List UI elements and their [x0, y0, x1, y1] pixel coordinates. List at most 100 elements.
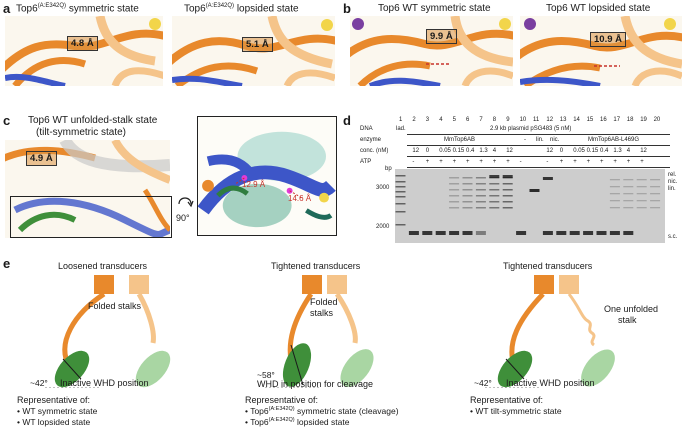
col2-bullet-1: • Top6(A:E342Q) symmetric state (cleavag…	[245, 406, 399, 416]
col2-stalk-line1: Folded	[310, 297, 338, 307]
gel-ladder-band	[395, 186, 406, 188]
gel-enzyme-1: MmTop6AB	[444, 137, 476, 143]
rotation-arrow-icon	[176, 194, 194, 216]
gel-supercoiled-band	[408, 231, 419, 235]
gel-conc-cell: 0.05	[573, 148, 585, 154]
gel-band-label-sc: s.c.	[668, 234, 678, 240]
gel-atp-cell: +	[466, 159, 470, 165]
gel-nicked-band	[542, 177, 553, 180]
gel-topoisomer-band	[475, 195, 486, 197]
gel-topoisomer-band	[489, 207, 500, 209]
gel-lane-number: 2	[412, 117, 416, 123]
gel-row-label-atp: ATP	[360, 159, 372, 165]
gel-dna-value: 2.9 kb plasmid pSG483 (5 nM)	[490, 126, 572, 132]
gel-atp-cell: +	[600, 159, 604, 165]
gel-row-label-conc: conc. (nM)	[360, 148, 389, 154]
gel-enzyme-line	[407, 145, 670, 146]
gel-ladder-band	[395, 224, 406, 226]
panel-c-inset-structure	[197, 116, 337, 236]
gel-supercoiled-band	[623, 231, 634, 235]
gel-conc-cell: 1.3	[479, 148, 488, 154]
gel-atp-cell: -	[546, 159, 549, 165]
gel-topoisomer-band	[502, 201, 513, 203]
panel-a-left-structure	[5, 16, 163, 86]
panel-c-inset-box	[10, 196, 172, 238]
gel-lane-number: 17	[613, 117, 621, 123]
gel-topoisomer-band	[502, 195, 513, 197]
gel-topoisomer-band	[609, 179, 620, 181]
gel-atp-cell: +	[640, 159, 644, 165]
gel-ladder-band	[395, 196, 406, 198]
gel-topoisomer-band	[502, 183, 513, 185]
panel-b-label: b	[343, 1, 351, 16]
gel-conc-cell: 0	[425, 148, 430, 154]
col2-angle: ~58°	[257, 370, 275, 380]
col3-rep-title: Representative of:	[470, 395, 544, 405]
gel-topoisomer-band	[650, 207, 661, 209]
panel-a-left-distance: 4.8 Å	[67, 36, 98, 51]
panel-b-right-distance: 10.9 Å	[590, 32, 626, 47]
gel-topoisomer-band	[462, 189, 473, 191]
gel-conc-cell: 0.15	[452, 148, 465, 154]
gel-band-label-lin: lin.	[668, 186, 676, 192]
gel-atp-cell: -	[519, 159, 522, 165]
gel-topoisomer-band	[623, 200, 634, 202]
gel-topoisomer-band	[636, 193, 647, 195]
gel-atp-cell: +	[479, 159, 483, 165]
panel-a-right-structure	[172, 16, 335, 86]
col2-diagram	[245, 273, 410, 389]
gel-topoisomer-band	[462, 177, 473, 179]
gel-topoisomer-band	[449, 189, 460, 191]
panel-c-title-line1: Top6 WT unfolded-stalk state	[28, 115, 158, 126]
gel-dna-line	[407, 134, 670, 135]
col1-diagram	[25, 273, 190, 389]
gel-topoisomer-band	[623, 186, 634, 188]
gel-topoisomer-band	[475, 201, 486, 203]
col2-position: WHD in position for cleavage	[257, 379, 374, 389]
gel-atp-cell: -	[412, 159, 415, 165]
col2-rep-title: Representative of:	[245, 395, 319, 405]
gel-nic-label: nic.	[550, 137, 560, 143]
gel-atp-cell: +	[452, 159, 457, 165]
gel-lane-number: 4	[439, 117, 443, 123]
col1-stalk-label: Folded stalks	[88, 301, 142, 311]
panel-a-left-title: Top6(A:E342Q) symmetric state	[16, 3, 139, 15]
gel-marker-3000: 3000	[376, 185, 390, 191]
gel-lane-number: 10	[519, 117, 527, 123]
gel-topoisomer-band	[475, 207, 486, 209]
panel-a-right-title: Top6(A:E342Q) lopsided state	[184, 3, 299, 15]
gel-conc-cell: 4	[492, 148, 497, 154]
gel-band-label-nic: nic.	[668, 179, 678, 185]
col1-title: Loosened transducers	[58, 261, 148, 271]
gel-conc-cell: 0.4	[466, 148, 475, 154]
gel-topoisomer-band	[462, 201, 473, 203]
gel-image	[395, 169, 665, 243]
gel-topoisomer-band	[462, 207, 473, 209]
gel-supercoiled-band	[422, 231, 433, 235]
gel-conc-cell: 0.15	[586, 148, 599, 154]
col3-bullet-1: • WT tilt-symmetric state	[470, 406, 562, 416]
gel-row-label-dna: DNA	[360, 126, 373, 132]
gel-lane-number: 8	[492, 117, 497, 123]
gel-topoisomer-band	[475, 189, 486, 191]
gel-topoisomer-band	[623, 179, 634, 181]
gel-supercoiled-band	[475, 231, 486, 235]
col1-position: Inactive WHD position	[60, 378, 149, 388]
gel-lane-number: 3	[425, 117, 430, 123]
panel-c-title-line2: (tilt-symmetric state)	[36, 127, 126, 138]
gel-supercoiled-band	[435, 231, 446, 235]
gel-topoisomer-band	[489, 189, 500, 191]
gel-conc-cell: 0.4	[600, 148, 609, 154]
col3-stalk-line1: One unfolded	[604, 304, 659, 314]
gel-supercoiled-band	[462, 231, 473, 235]
gel-lane-number: 16	[600, 117, 607, 123]
gel-conc-cell: 12	[412, 148, 420, 154]
gel-topoisomer-band	[650, 200, 661, 202]
panel-a-right-distance: 5.1 Å	[242, 37, 273, 52]
panel-c-inset-distance-1: 12.9 Å	[242, 180, 266, 189]
panel-d-label: d	[343, 113, 351, 128]
gel-conc-cell: 1.3	[613, 148, 622, 154]
gel-topoisomer-band	[475, 183, 486, 185]
gel-atp-cell: +	[586, 159, 591, 165]
gel-supercoiled-band	[542, 231, 553, 235]
